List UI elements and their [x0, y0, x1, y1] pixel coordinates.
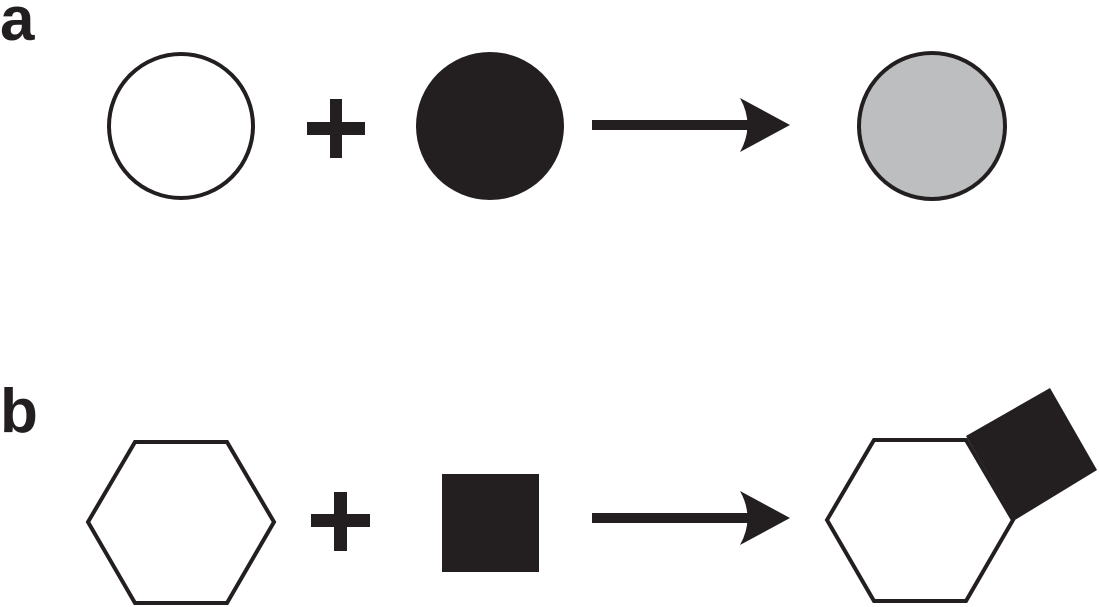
panel-b-label: b — [0, 377, 38, 446]
reaction-arrow-b — [592, 491, 790, 545]
reaction-arrow-a — [592, 98, 790, 152]
black-circle-reactant — [416, 52, 564, 200]
panel-b: b — [0, 377, 1097, 605]
panel-a: a — [0, 0, 1007, 201]
attached-square-product — [966, 388, 1097, 520]
hexagon-square-product — [824, 388, 1097, 603]
black-square-reactant — [442, 474, 539, 572]
plus-sign-a — [307, 99, 365, 158]
panel-a-label: a — [0, 0, 35, 54]
plus-sign-b — [311, 492, 370, 551]
hexagon-reactant — [85, 440, 277, 605]
hexagon-product — [824, 438, 1016, 603]
white-circle-reactant — [107, 52, 255, 200]
gray-circle-product — [857, 51, 1007, 201]
